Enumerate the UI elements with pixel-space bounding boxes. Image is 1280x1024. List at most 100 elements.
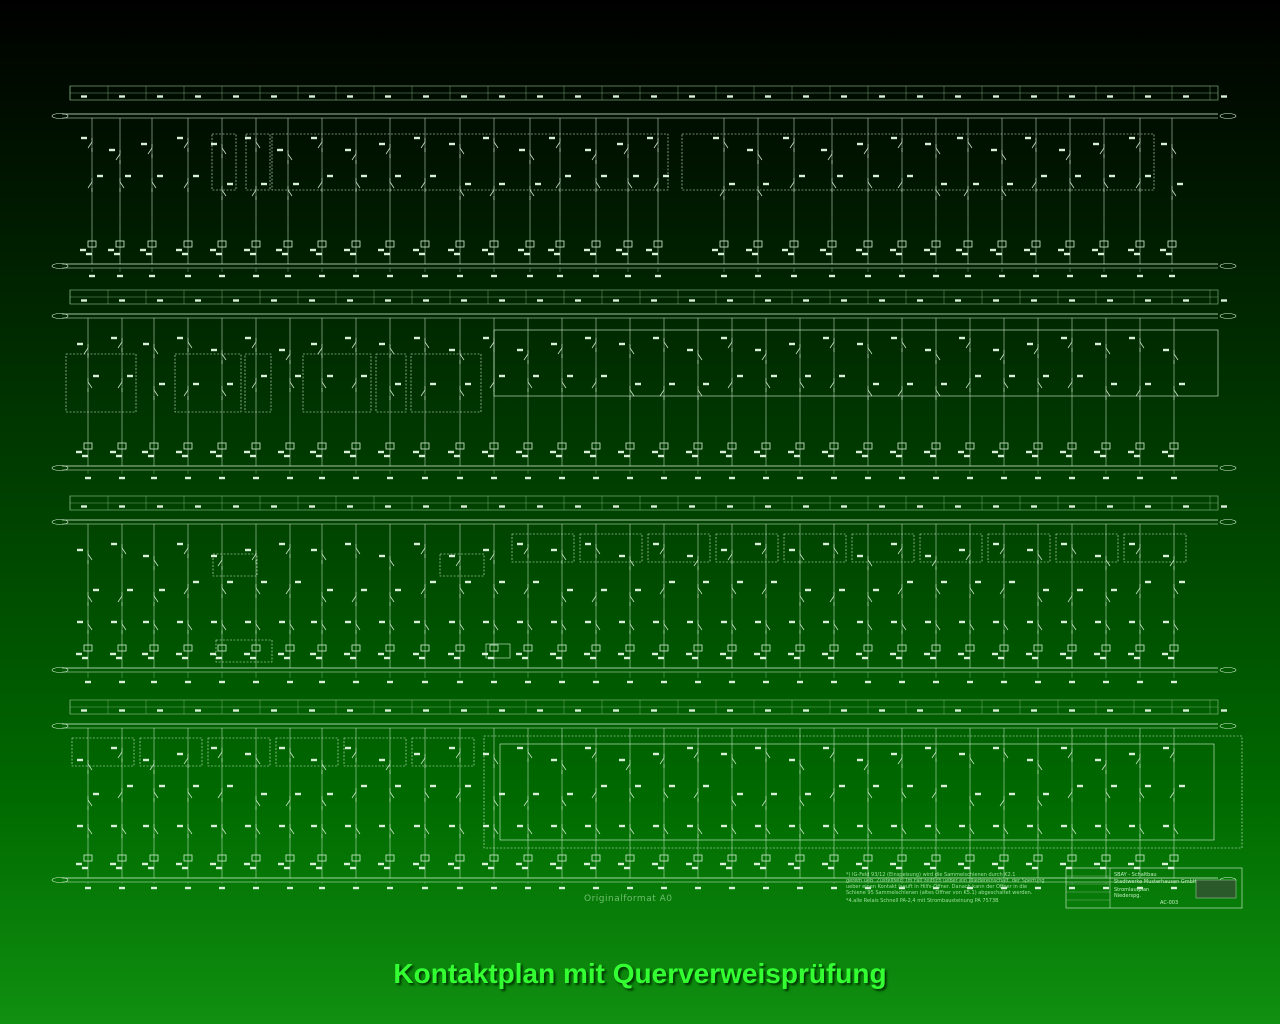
header-text (993, 95, 999, 98)
header-text (955, 709, 961, 712)
coil-label (992, 652, 998, 656)
cross-reference (525, 476, 531, 480)
relay-coil (183, 442, 193, 450)
cross-reference (627, 476, 633, 480)
cross-reference (185, 680, 191, 684)
contact-blade (731, 757, 737, 765)
header-text (1221, 95, 1227, 98)
contact-blade (629, 347, 635, 355)
contact-label (177, 542, 183, 546)
relay-coil (931, 644, 941, 652)
contact-blade (1105, 827, 1111, 835)
contact-blade (529, 189, 535, 197)
contact-blade (87, 763, 93, 771)
header-text (879, 709, 885, 712)
contact-blade (355, 827, 361, 835)
contact-label (361, 588, 367, 592)
contact-label (891, 136, 897, 140)
relay-coil (1067, 442, 1077, 450)
contact-blade (727, 381, 733, 389)
cross-reference (353, 886, 359, 890)
coil-label (856, 450, 862, 454)
coil-label (788, 862, 794, 866)
contact-blade (897, 389, 903, 397)
contact-label (755, 348, 761, 352)
contact-label (973, 182, 979, 186)
contact-blade (799, 623, 805, 631)
contact-blade (117, 751, 123, 759)
contact-label (77, 620, 83, 624)
coil-label (276, 248, 282, 252)
contact-label (873, 784, 879, 788)
relay-coil (285, 854, 295, 862)
contact-blade (1003, 623, 1009, 631)
contact-label (1061, 620, 1067, 624)
coil-label (1134, 454, 1140, 458)
contact-label (925, 142, 931, 146)
header-text (81, 95, 87, 98)
contact-label (1027, 620, 1033, 624)
coil-label (182, 252, 188, 256)
header-text (841, 505, 847, 508)
coil-label (720, 652, 726, 656)
contact-label (1109, 174, 1115, 178)
contact-blade (153, 389, 159, 397)
coil-label (216, 656, 222, 660)
cross-reference (999, 274, 1005, 278)
contact-label (449, 746, 455, 750)
cross-reference (557, 274, 563, 278)
contact-label (449, 348, 455, 352)
cross-reference (593, 680, 599, 684)
relay-coil (251, 644, 261, 652)
contact-blade (321, 799, 327, 807)
contact-label (873, 174, 879, 178)
relay-coil (693, 854, 703, 862)
contact-blade (1103, 181, 1109, 189)
relay-coil (555, 240, 565, 248)
cross-reference (491, 274, 497, 278)
contact-blade (115, 153, 121, 161)
relay-coil (693, 644, 703, 652)
coil-label (622, 252, 628, 256)
contact-label (737, 792, 743, 796)
contact-blade (117, 595, 123, 603)
contact-blade (693, 751, 699, 759)
relay-coil (115, 240, 125, 248)
coil-label (890, 248, 896, 252)
contact-label (789, 548, 795, 552)
header-text (993, 709, 999, 712)
coil-label (618, 652, 624, 656)
contact-label (361, 784, 367, 788)
header-text (309, 505, 315, 508)
contact-blade (459, 827, 465, 835)
contact-blade (561, 381, 567, 389)
contact-label (721, 752, 727, 756)
contact-label (975, 580, 981, 584)
relay-coil (863, 442, 873, 450)
contact-blade (251, 341, 257, 349)
contact-label (993, 746, 999, 750)
relay-coil (795, 854, 805, 862)
header-text (119, 299, 125, 302)
relay-coil (761, 854, 771, 862)
contact-label (633, 174, 639, 178)
contact-blade (595, 547, 601, 555)
relay-coil (753, 240, 763, 248)
contact-label (517, 542, 523, 546)
contact-label (839, 588, 845, 592)
contact-label (245, 336, 251, 340)
cross-reference (763, 886, 769, 890)
relay-frame (275, 737, 339, 767)
contact-label (141, 142, 147, 146)
coil-label (488, 454, 494, 458)
contact-blade (389, 347, 395, 355)
contact-blade (1105, 623, 1111, 631)
relay-coil (863, 644, 873, 652)
contact-blade (799, 799, 805, 807)
contact-blade (829, 595, 835, 603)
header-text (651, 505, 657, 508)
coil-label (862, 866, 868, 870)
contact-label (585, 620, 591, 624)
relay-coil (489, 644, 499, 652)
contact-label (311, 824, 317, 828)
